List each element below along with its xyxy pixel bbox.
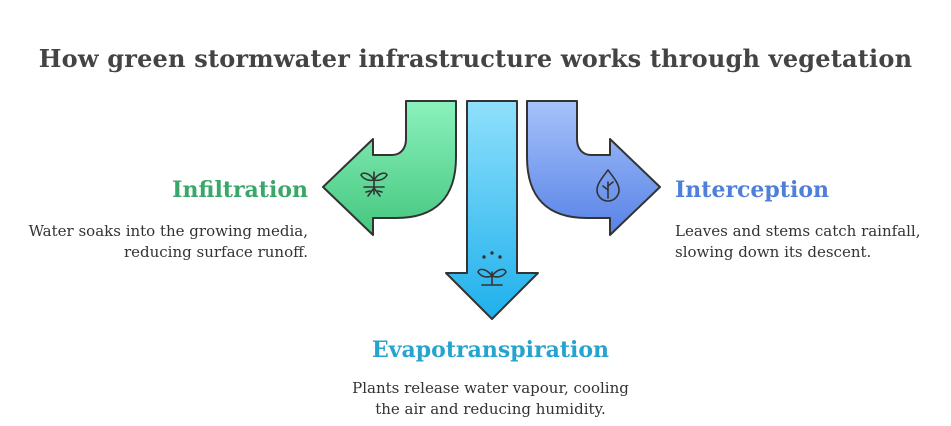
infiltration-description: Water soaks into the growing media,reduc… [28, 222, 308, 261]
plant-roots-icon [360, 171, 388, 197]
infiltration-label: Infiltration [172, 177, 308, 203]
sprout-vapour-icon [477, 251, 507, 286]
diagram-title: How green stormwater infrastructure work… [38, 44, 913, 73]
leaf-drop-icon [596, 169, 620, 202]
interception-label: Interception [675, 177, 829, 203]
infiltration-arrow [322, 100, 457, 236]
evapotranspiration-arrow [445, 100, 539, 320]
interception-description: Leaves and stems catch rainfall,slowing … [675, 222, 921, 261]
interception-arrow [526, 100, 661, 236]
evapotranspiration-label: Evapotranspiration [371, 337, 610, 363]
